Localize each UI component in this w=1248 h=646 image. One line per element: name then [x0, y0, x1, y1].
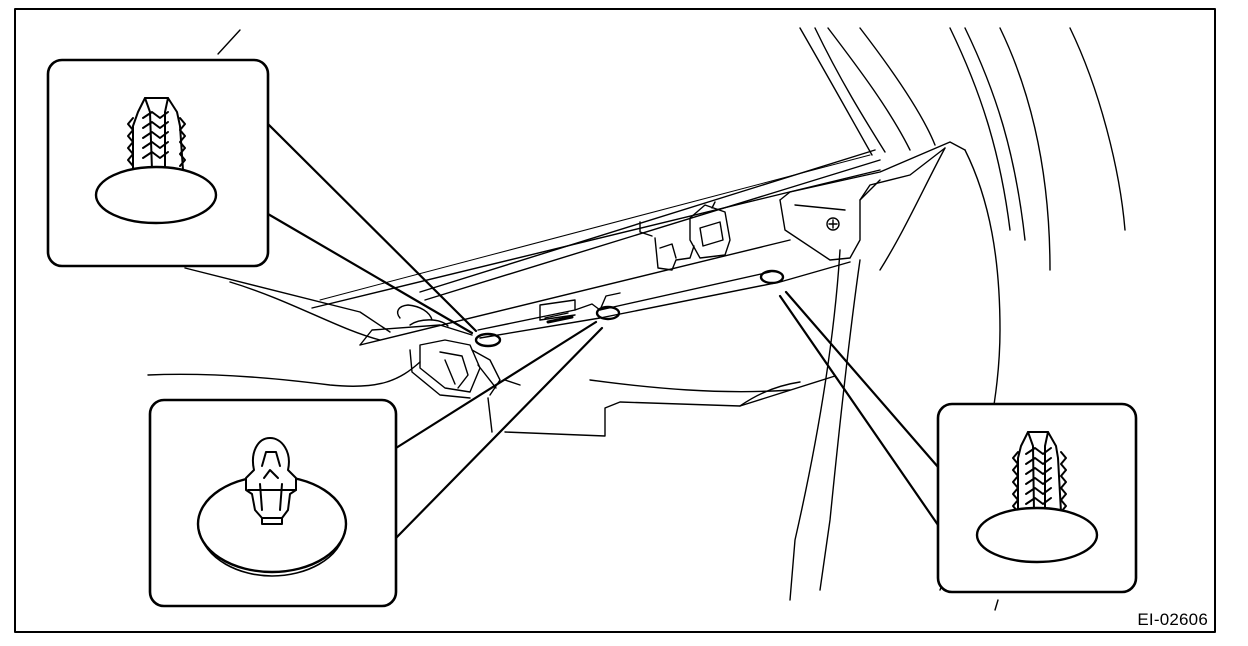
- clip-location-left: [474, 332, 502, 348]
- push-pin-clip-icon: [196, 437, 348, 577]
- leader-lines: [266, 122, 940, 540]
- push-rivet-clip-icon: [94, 97, 218, 225]
- push-rivet-clip-icon-right: [975, 431, 1099, 564]
- figure-frame: [14, 8, 1216, 633]
- callout-clip-bottom-left: [148, 398, 398, 608]
- figure-id-label: EI-02606: [1137, 610, 1208, 629]
- vehicle-interior-drawing: [147, 27, 1126, 611]
- callout-clip-right: [936, 402, 1138, 594]
- clip-location-right: [759, 269, 785, 285]
- clip-location-center: [595, 305, 621, 321]
- callout-clip-top-left: [46, 58, 270, 268]
